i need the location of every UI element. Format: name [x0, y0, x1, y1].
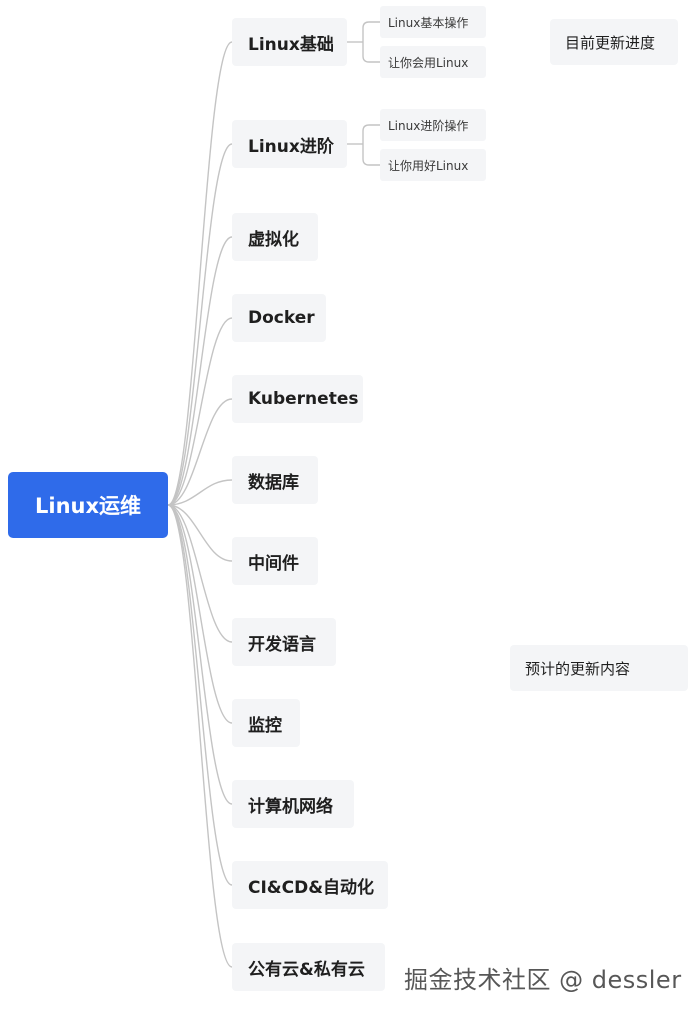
branch-virtualization[interactable]: 虚拟化	[232, 213, 318, 261]
branch-database[interactable]: 数据库	[232, 456, 318, 504]
note-label: 目前更新进度	[565, 33, 656, 52]
note-label: 预计的更新内容	[525, 659, 631, 678]
branch-public-private-cloud[interactable]: 公有云&私有云	[232, 943, 385, 991]
branch-label: 计算机网络	[248, 796, 333, 817]
connector-root-branch-10	[167, 504, 233, 886]
branch-computer-networks[interactable]: 计算机网络	[232, 780, 354, 828]
connector-branch-leaf-0-1	[362, 42, 380, 63]
branch-label: Docker	[248, 308, 315, 328]
branch-label: Linux进阶	[248, 136, 334, 157]
connector-root-branch-5	[167, 479, 233, 506]
note-current-progress[interactable]: 目前更新进度	[550, 19, 678, 65]
leaf-label: Linux进阶操作	[388, 118, 469, 133]
root-node[interactable]: Linux运维	[8, 472, 168, 538]
branch-linux-basics[interactable]: Linux基础	[232, 18, 347, 66]
leaf-label: 让你用好Linux	[388, 158, 469, 173]
branch-docker[interactable]: Docker	[232, 294, 326, 342]
connector-root-branch-1	[167, 143, 233, 506]
connector-branch-leaf-1-1	[362, 144, 380, 166]
connector-root-branch-11	[167, 504, 233, 968]
branch-label: 开发语言	[248, 634, 316, 655]
branch-kubernetes[interactable]: Kubernetes	[232, 375, 363, 423]
connector-root-branch-7	[167, 504, 233, 643]
leaf-label: Linux基本操作	[388, 15, 469, 30]
branch-label: CI&CD&自动化	[248, 877, 375, 898]
connector-root-branch-3	[167, 317, 233, 506]
branch-label: Linux基础	[248, 34, 334, 55]
note-planned-content[interactable]: 预计的更新内容	[510, 645, 688, 691]
branch-label: 数据库	[248, 472, 299, 493]
branch-middleware[interactable]: 中间件	[232, 537, 318, 585]
connector-root-branch-2	[167, 236, 233, 506]
connector-root-branch-4	[167, 398, 233, 506]
connector-root-branch-9	[167, 504, 233, 805]
branch-label: 虚拟化	[248, 229, 299, 250]
branch-linux-advanced[interactable]: Linux进阶	[232, 120, 347, 168]
branch-label: 中间件	[248, 553, 299, 574]
connector-branch-leaf-0-0	[362, 21, 380, 42]
root-label: Linux运维	[34, 494, 142, 518]
leaf-label: 让你会用Linux	[388, 55, 469, 70]
branch-label: 公有云&私有云	[248, 959, 365, 980]
leaf-linux-basic-ops[interactable]: Linux基本操作	[380, 6, 486, 38]
branch-monitoring[interactable]: 监控	[232, 699, 300, 747]
connector-branch-leaf-1-0	[362, 124, 380, 144]
connector-root-branch-0	[167, 41, 233, 506]
connector-root-branch-6	[167, 504, 233, 562]
branch-programming-languages[interactable]: 开发语言	[232, 618, 336, 666]
connector-root-branch-8	[167, 504, 233, 724]
leaf-linux-use-well[interactable]: 让你用好Linux	[380, 149, 486, 181]
leaf-linux-advanced-ops[interactable]: Linux进阶操作	[380, 109, 486, 141]
branch-ci-cd-automation[interactable]: CI&CD&自动化	[232, 861, 388, 909]
leaf-linux-use[interactable]: 让你会用Linux	[380, 46, 486, 78]
watermark: 掘金技术社区 @ dessler	[404, 966, 682, 994]
branch-label: 监控	[248, 715, 282, 736]
branch-label: Kubernetes	[248, 389, 359, 409]
